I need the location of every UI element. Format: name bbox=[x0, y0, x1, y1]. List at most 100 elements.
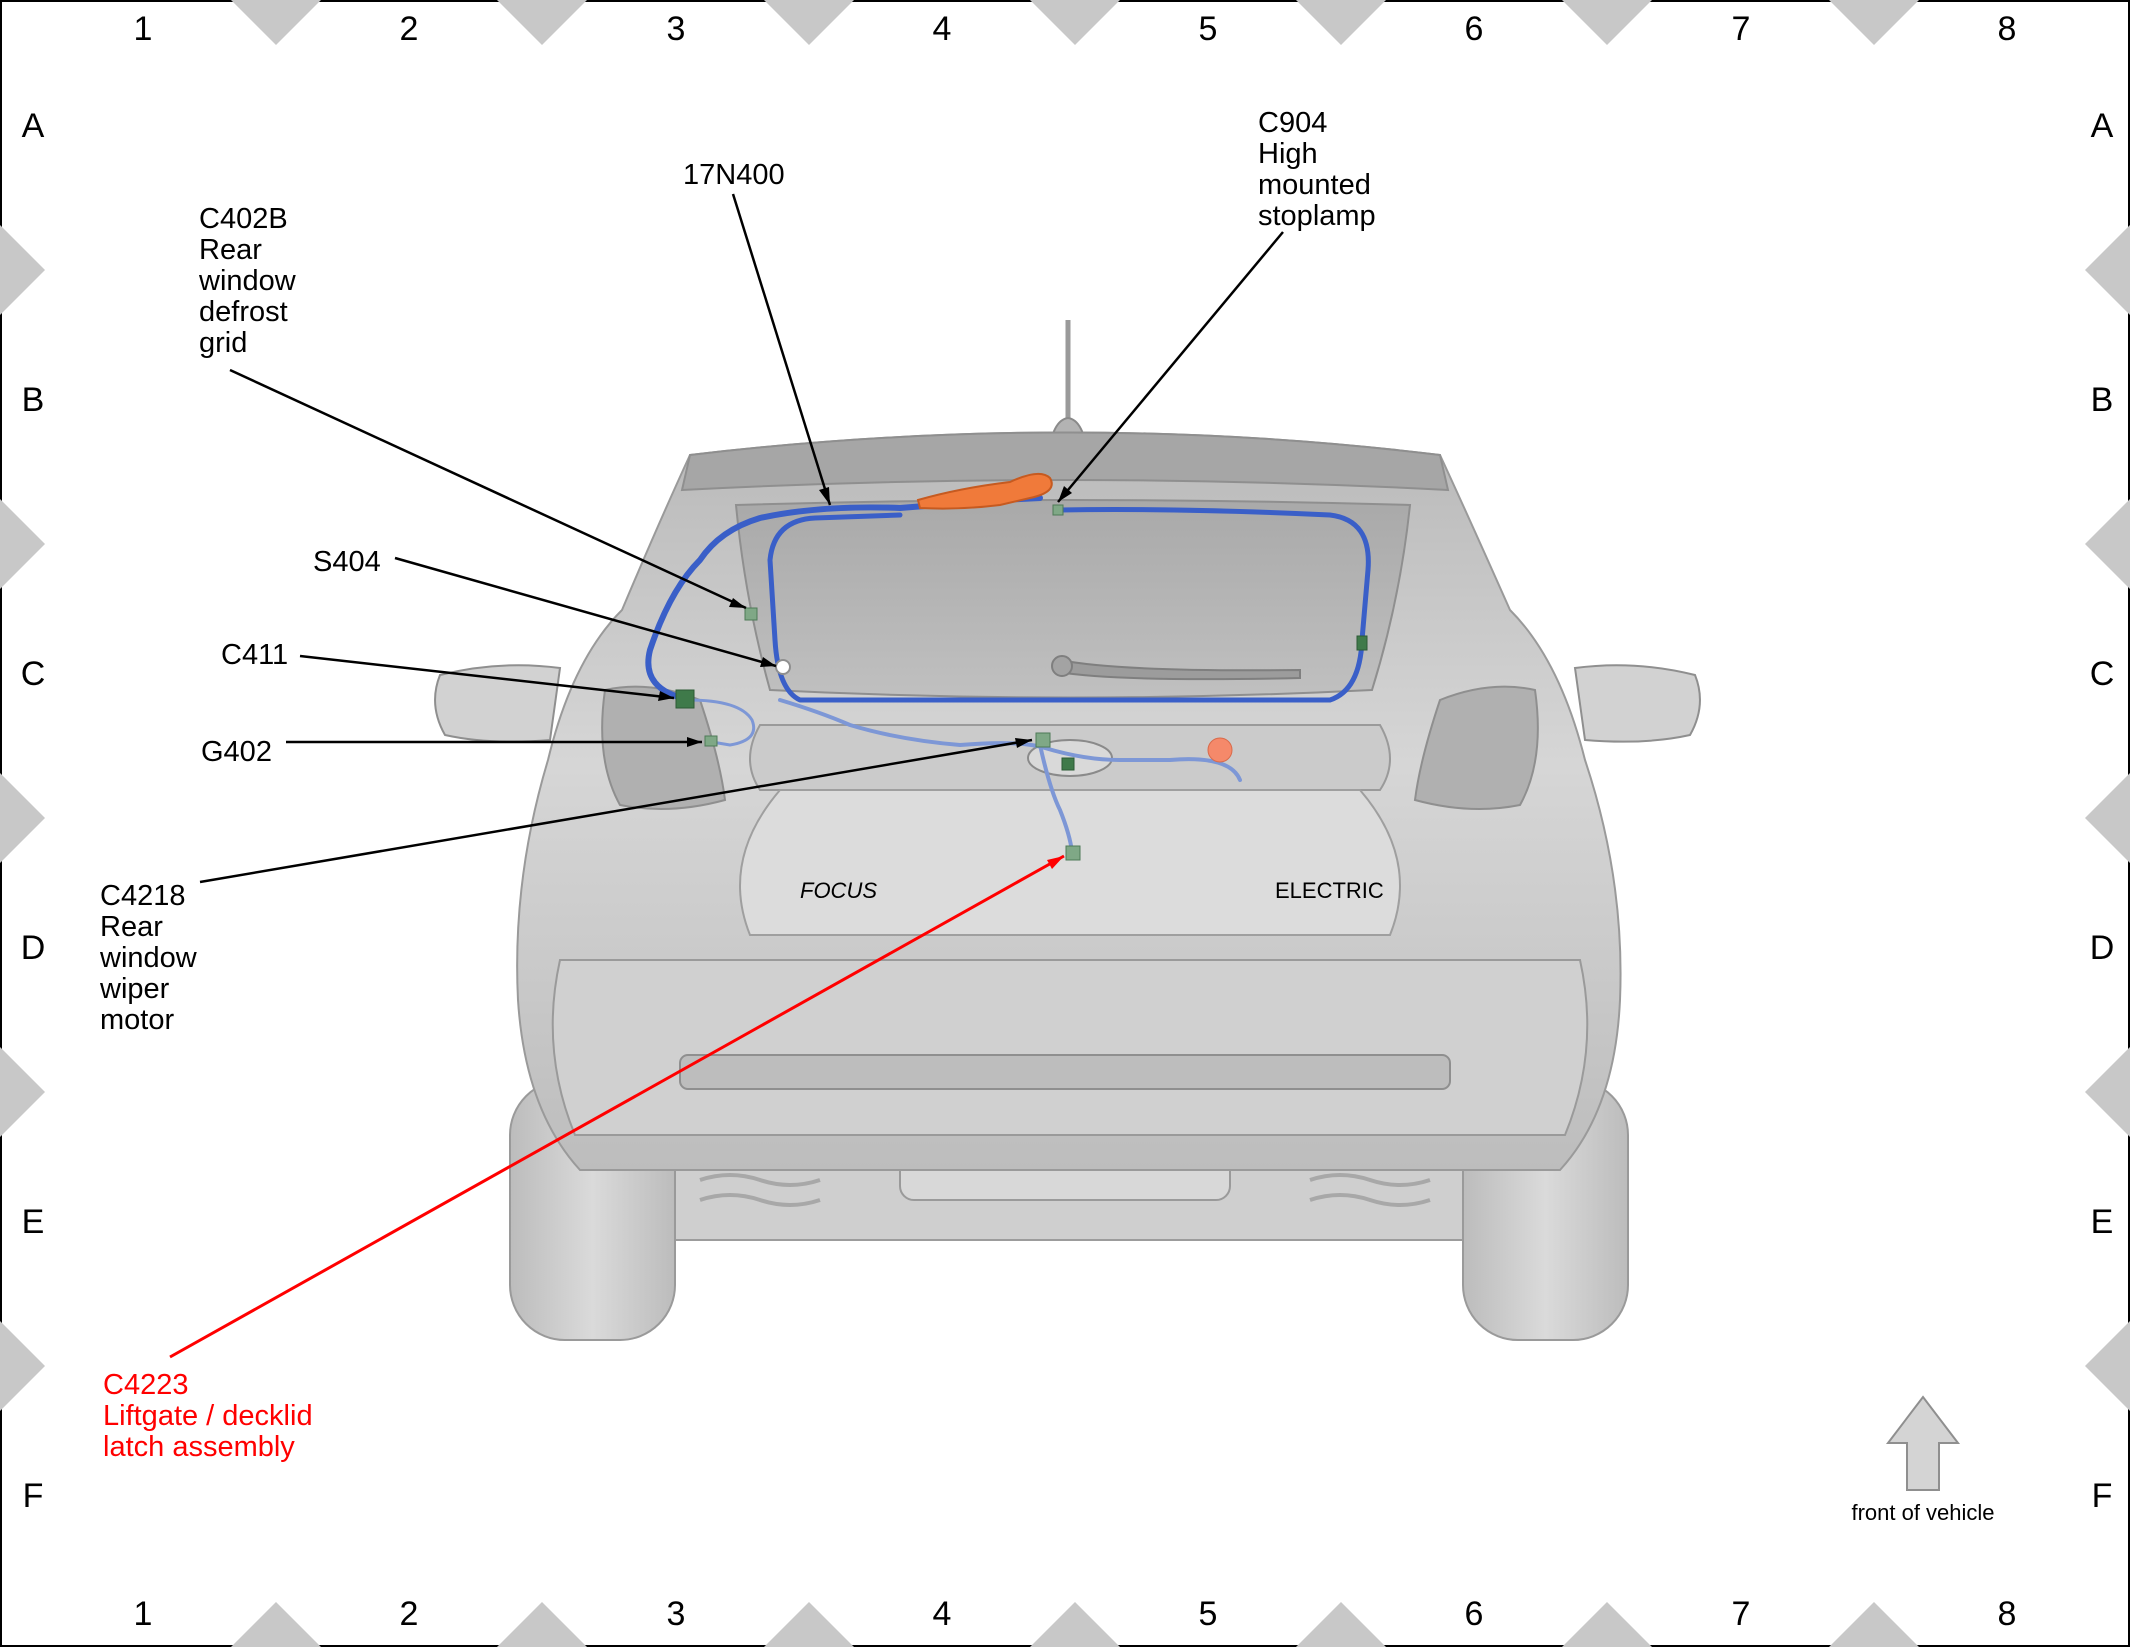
grid-row-F-left: F bbox=[23, 1477, 44, 1515]
label-s404: S404 bbox=[313, 546, 381, 578]
label-c904-line4: stoplamp bbox=[1258, 200, 1376, 232]
grid-marker-right-2 bbox=[2085, 499, 2130, 589]
grid-row-E-right: E bbox=[2091, 1203, 2114, 1241]
grid-marker-right-3 bbox=[2085, 773, 2130, 863]
grid-marker-bottom-3 bbox=[764, 1602, 854, 1647]
grid-marker-top-2 bbox=[497, 0, 587, 45]
leader-c411 bbox=[299, 654, 675, 700]
grid-row-D-left: D bbox=[21, 929, 46, 967]
label-c402b: C402B Rear window defrost grid bbox=[198, 203, 304, 359]
arrowhead-c4218 bbox=[1015, 738, 1032, 748]
label-c4218-line1: C4218 bbox=[100, 880, 185, 912]
connector-right-window bbox=[1356, 635, 1368, 651]
harness-17n400-main bbox=[645, 495, 1043, 703]
grid-col-8-top: 8 bbox=[1998, 10, 2017, 48]
grid-col-7-bottom: 7 bbox=[1732, 1595, 1751, 1633]
grid-marker-bottom-4 bbox=[1030, 1602, 1120, 1647]
grid-col-3-top: 3 bbox=[667, 10, 686, 48]
label-c4218-line3: window bbox=[99, 942, 198, 974]
splice-s404 bbox=[775, 659, 791, 675]
label-c904: C904 High mounted stoplamp bbox=[1258, 107, 1379, 232]
electric-badge: ELECTRIC bbox=[1275, 878, 1384, 903]
rear-wiper-blade bbox=[1056, 658, 1301, 681]
label-c4223-line1: C4223 bbox=[103, 1369, 188, 1401]
arrowhead-c411 bbox=[658, 691, 674, 701]
grid-col-7-top: 7 bbox=[1732, 10, 1751, 48]
arrowhead-c904 bbox=[1058, 486, 1072, 502]
arrowhead-c4223 bbox=[1047, 856, 1064, 869]
grid-col-4-top: 4 bbox=[933, 10, 952, 48]
focus-badge: FOCUS bbox=[800, 878, 877, 903]
grid-col-6-bottom: 6 bbox=[1465, 1595, 1484, 1633]
label-c904-line2: High bbox=[1258, 138, 1318, 170]
leader-lines bbox=[199, 193, 1284, 884]
arrowhead-s404 bbox=[760, 657, 776, 667]
grid-col-2-bottom: 2 bbox=[400, 1595, 419, 1633]
right-tail-lamp bbox=[1413, 685, 1539, 810]
grid-marker-bottom-5 bbox=[1296, 1602, 1386, 1647]
grid-col-1-bottom: 1 bbox=[134, 1595, 153, 1633]
left-side-mirror bbox=[434, 664, 562, 743]
front-of-vehicle-label: front of vehicle bbox=[1851, 1500, 1994, 1525]
bumper-diffuser-grille bbox=[679, 1054, 1451, 1090]
grid-marker-bottom-2 bbox=[497, 1602, 587, 1647]
grid-row-C-left: C bbox=[21, 655, 46, 693]
connector-emblem-lamp bbox=[1061, 757, 1075, 771]
grid-marker-left-3 bbox=[0, 773, 45, 863]
leader-c402b bbox=[229, 368, 747, 610]
grid-marker-right-5 bbox=[2085, 1321, 2130, 1411]
grid-col-5-bottom: 5 bbox=[1199, 1595, 1218, 1633]
label-c402b-line3: window bbox=[198, 265, 297, 297]
up-arrow-icon bbox=[1885, 1395, 1961, 1491]
arrowhead-g402 bbox=[687, 737, 702, 747]
grid-row-C-right: C bbox=[2090, 655, 2115, 693]
connector-c4218 bbox=[1035, 732, 1051, 748]
grid-column-labels-bottom: 1 2 3 4 5 6 7 8 bbox=[134, 1595, 2017, 1633]
label-c402b-line5: grid bbox=[199, 327, 247, 359]
left-tail-lamp bbox=[601, 685, 727, 810]
grid-row-B-left: B bbox=[22, 381, 45, 419]
grid-col-4-bottom: 4 bbox=[933, 1595, 952, 1633]
grid-row-labels-right: A B C D E F bbox=[2090, 107, 2115, 1515]
ground-g402 bbox=[704, 735, 718, 747]
grid-marker-right-4 bbox=[2085, 1047, 2130, 1137]
grid-marker-top-1 bbox=[231, 0, 321, 45]
leader-c4218 bbox=[199, 738, 1033, 884]
grid-marker-left-2 bbox=[0, 499, 45, 589]
leader-arrowheads bbox=[658, 486, 1072, 748]
grid-col-2-top: 2 bbox=[400, 10, 419, 48]
grid-marker-top-7 bbox=[1829, 0, 1919, 45]
leader-s404 bbox=[394, 556, 777, 668]
grid-marker-right-1 bbox=[2085, 225, 2130, 315]
label-g402: G402 bbox=[201, 736, 272, 768]
grid-marker-left-5 bbox=[0, 1321, 45, 1411]
leader-c904 bbox=[1057, 231, 1284, 503]
license-plate-recess bbox=[739, 789, 1401, 936]
high-mounted-stoplamp-part bbox=[916, 472, 1053, 510]
grid-col-6-top: 6 bbox=[1465, 10, 1484, 48]
right-side-mirror bbox=[1573, 664, 1701, 743]
rear-wiper-pivot bbox=[1051, 655, 1073, 677]
grid-row-labels-left: A B C D E F bbox=[21, 107, 46, 1515]
grid-column-labels-top: 1 2 3 4 5 6 7 8 bbox=[134, 10, 2017, 48]
label-c411: C411 bbox=[221, 639, 288, 671]
connectors bbox=[675, 504, 1368, 861]
grid-marker-top-3 bbox=[764, 0, 854, 45]
grid-col-5-top: 5 bbox=[1199, 10, 1218, 48]
rear-window-glass bbox=[734, 499, 1412, 699]
grid-marker-bottom-6 bbox=[1562, 1602, 1652, 1647]
connector-c904 bbox=[1052, 504, 1064, 516]
orange-grommet bbox=[1207, 737, 1233, 763]
grid-marker-top-4 bbox=[1030, 0, 1120, 45]
label-c4218: C4218 Rear window wiper motor bbox=[99, 880, 205, 1036]
grid-col-8-bottom: 8 bbox=[1998, 1595, 2017, 1633]
label-c4223-line3: latch assembly bbox=[103, 1431, 295, 1463]
label-c4223: C4223 Liftgate / decklid latch assembly bbox=[103, 1369, 321, 1463]
leader-c4223 bbox=[169, 854, 1065, 1359]
harness-window-loop bbox=[767, 507, 1371, 703]
grid-row-A-right: A bbox=[2091, 107, 2114, 145]
grid-marker-bottom-7 bbox=[1829, 1602, 1919, 1647]
grid-row-D-right: D bbox=[2090, 929, 2115, 967]
grid-marker-left-1 bbox=[0, 225, 45, 315]
